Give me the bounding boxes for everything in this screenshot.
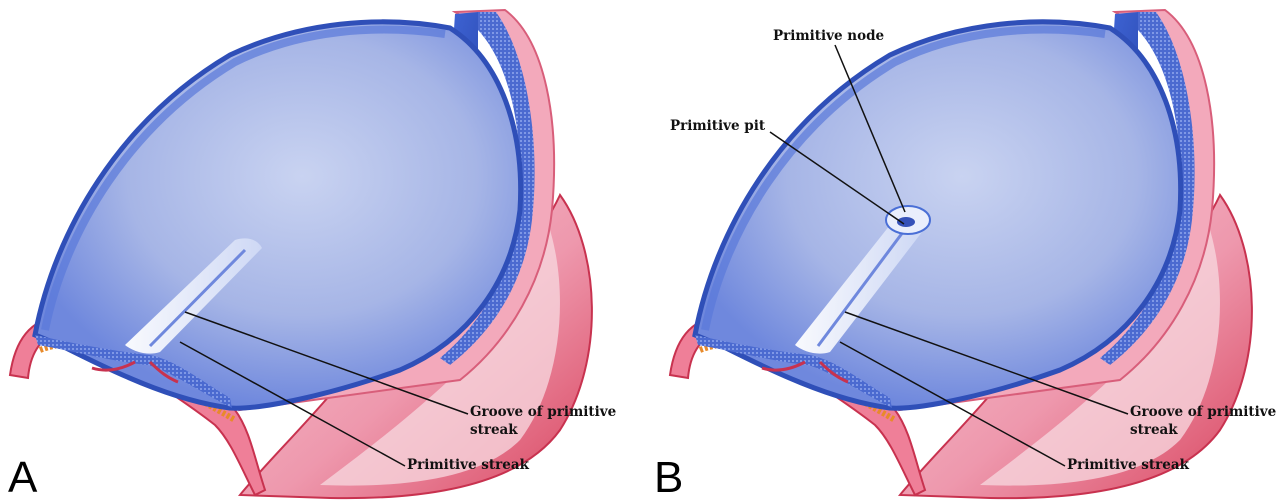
ectoderm-cut-right [440, 12, 535, 365]
panel-letter-a: A [8, 453, 38, 502]
migration-arrow-right-icon [148, 360, 179, 384]
primitive-groove [816, 231, 905, 347]
primitive-streak [795, 222, 922, 354]
label-groove-b-line1: Groove of primitive [1130, 404, 1277, 420]
disc-rim-highlight [41, 25, 446, 331]
leader-streak-b [839, 341, 1066, 467]
label-groove-a-line1: Groove of primitive [470, 404, 617, 420]
disc-rim-highlight [701, 25, 1106, 331]
panel-b-illustration [668, 8, 1253, 500]
migration-arrow-left-icon [761, 360, 806, 372]
label-pit: Primitive pit [670, 118, 766, 134]
leader-node [834, 44, 906, 213]
label-streak-b: Primitive streak [1067, 457, 1189, 473]
leader-streak-a [179, 341, 406, 467]
disc-cut-face [35, 335, 232, 408]
migration-arrow-right-icon [818, 360, 849, 384]
yolk-sac-inner [320, 215, 560, 486]
yolk-sac-inner [980, 215, 1220, 486]
primitive-pit [897, 217, 915, 227]
label-groove-b-line2: streak [1130, 422, 1178, 438]
panel-a-illustration [8, 8, 593, 500]
label-streak-a: Primitive streak [407, 457, 529, 473]
ectoderm-cut-right [1100, 12, 1195, 365]
label-node: Primitive node [773, 28, 885, 44]
migration-arrow-left-icon [91, 360, 136, 372]
leader-groove-a [184, 311, 469, 415]
leader-groove-b [844, 311, 1129, 415]
leader-pit [769, 131, 905, 225]
panel-letter-b: B [654, 453, 684, 502]
disc-cut-face [695, 335, 892, 408]
primitive-groove [148, 248, 247, 348]
label-groove-a-line2: streak [470, 422, 518, 438]
